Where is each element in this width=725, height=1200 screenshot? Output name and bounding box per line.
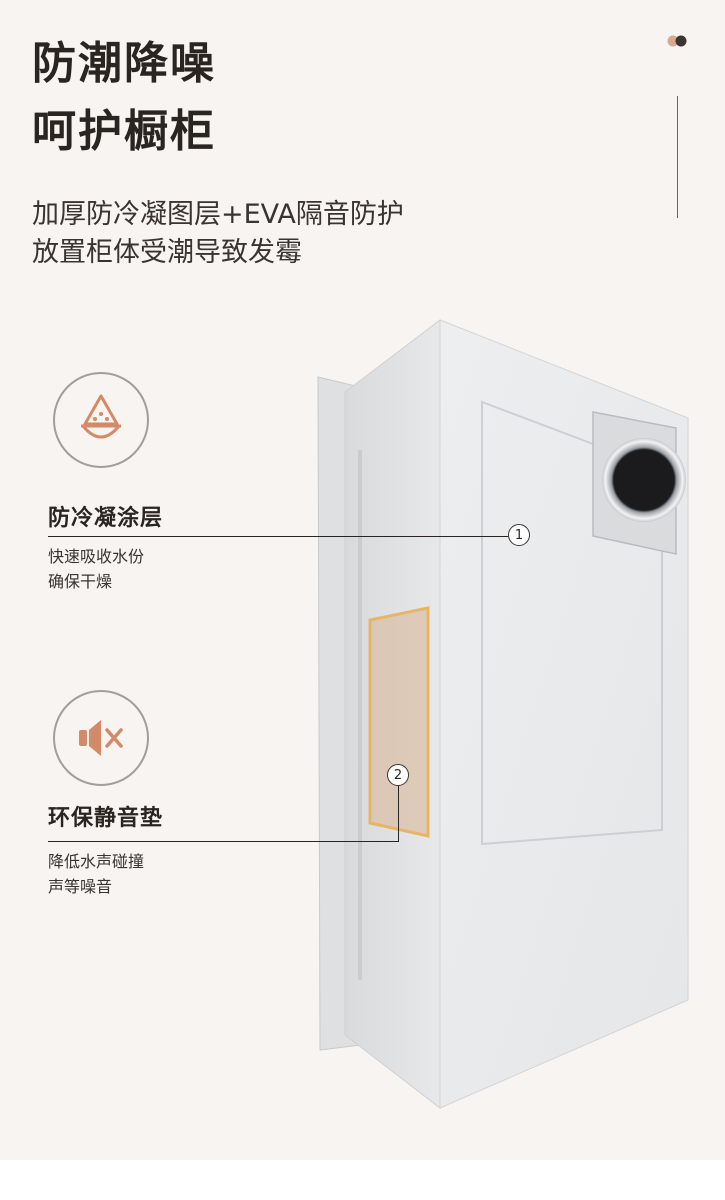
callout-badge-2: 2 xyxy=(387,764,409,786)
feature-desc-sound-line-1: 降低水声碰撞 xyxy=(48,852,145,871)
product-image xyxy=(317,318,689,1110)
feature-title-coating: 防冷凝涂层 xyxy=(48,506,164,531)
feature-desc-coating-line-1: 快速吸收水份 xyxy=(48,547,145,566)
speaker-mute-icon xyxy=(79,720,123,756)
decorative-divider xyxy=(677,96,678,218)
feature-title-sound: 环保静音垫 xyxy=(48,806,164,831)
title-line-2: 呵护橱柜 xyxy=(32,106,216,157)
callout-line-1 xyxy=(48,536,508,537)
droplet-coating-icon xyxy=(81,394,121,439)
feature-desc-coating-line-2: 确保干燥 xyxy=(48,572,113,591)
page-title: 防潮降噪 呵护橱柜 xyxy=(32,30,216,166)
callout-badge-1: 1 xyxy=(508,524,530,546)
callout-line-2 xyxy=(48,841,398,842)
feature-icon-sound xyxy=(53,690,149,786)
feature-desc-coating: 快速吸收水份 确保干燥 xyxy=(48,544,144,594)
subtitle-line-1: 加厚防冷凝图层+EVA隔音防护 xyxy=(32,199,404,230)
callout-vline-2 xyxy=(398,786,399,842)
decorative-dots-icon xyxy=(667,35,687,47)
feature-desc-sound-line-2: 声等噪音 xyxy=(48,877,113,896)
feature-desc-sound: 降低水声碰撞 声等噪音 xyxy=(48,849,144,899)
subtitle: 加厚防冷凝图层+EVA隔音防护 放置柜体受潮导致发霉 xyxy=(32,196,404,272)
subtitle-line-2: 放置柜体受潮导致发霉 xyxy=(32,237,302,268)
title-line-1: 防潮降噪 xyxy=(32,38,216,89)
feature-icon-coating xyxy=(53,372,149,468)
footer-band xyxy=(0,1160,725,1200)
